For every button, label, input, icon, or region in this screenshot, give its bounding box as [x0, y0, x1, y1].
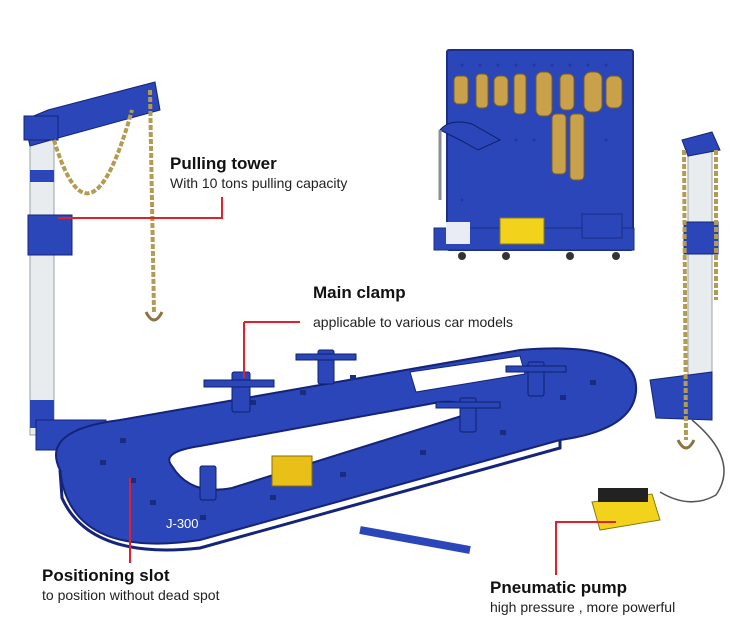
model-label: J-300 — [166, 516, 199, 531]
center-jack — [271, 455, 313, 487]
callout-description: high pressure , more powerful — [490, 599, 676, 615]
main-clamps — [199, 349, 567, 501]
pulling-tower-right — [649, 131, 725, 503]
callout-description: applicable to various car models — [313, 314, 513, 330]
callout-title: Main clamp — [313, 283, 406, 302]
pneumatic-pump — [591, 488, 661, 531]
callout-positioning-slot: Positioning slot to position without dea… — [42, 566, 219, 604]
callout-main-clamp: Main clamp applicable to various car mod… — [313, 283, 513, 331]
tool-board — [433, 49, 635, 260]
callout-description: With 10 tons pulling capacity — [170, 175, 348, 191]
callout-title: Pneumatic pump — [490, 578, 627, 597]
callout-title: Pulling tower — [170, 154, 277, 173]
callout-line-clamp — [243, 321, 300, 378]
callout-pneumatic-pump: Pneumatic pump high pressure , more powe… — [490, 578, 675, 616]
pulling-tower-left — [23, 81, 164, 451]
callout-title: Positioning slot — [42, 566, 170, 585]
callout-line-pump — [555, 521, 616, 575]
callout-description: to position without dead spot — [42, 587, 220, 603]
callout-line-tower — [58, 197, 223, 219]
callout-lines — [58, 197, 616, 575]
callout-pulling-tower: Pulling tower With 10 tons pulling capac… — [170, 154, 347, 192]
frame-platform: J-300 — [55, 347, 638, 554]
